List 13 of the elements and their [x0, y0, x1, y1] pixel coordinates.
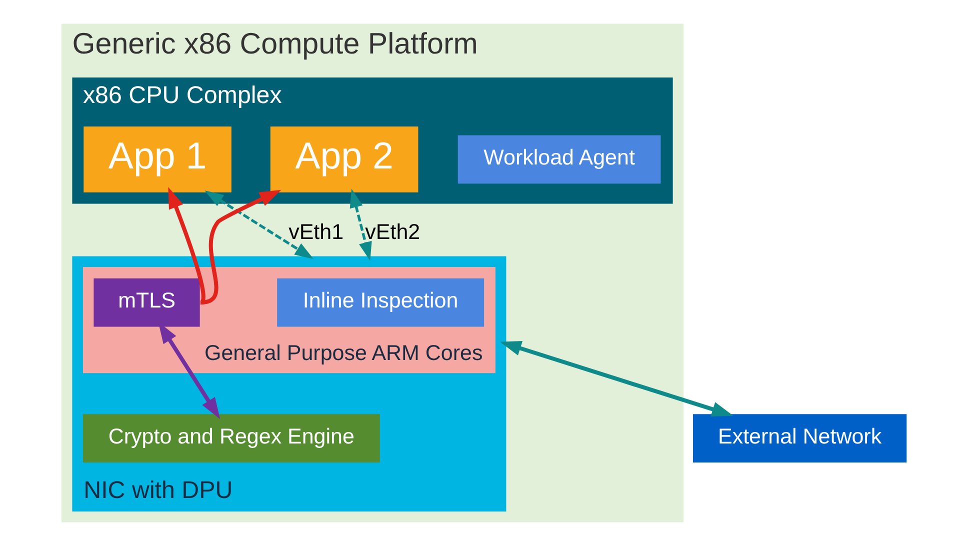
edge-label: vEth1	[288, 220, 344, 244]
node-box: mTLS	[93, 278, 200, 327]
node-box: Inline Inspection	[276, 278, 484, 327]
node-box: Crypto and Regex Engine	[82, 414, 380, 462]
arrow	[499, 341, 733, 417]
arrow	[349, 188, 372, 261]
edge-label: vEth2	[364, 220, 420, 244]
arrow	[200, 190, 281, 305]
node-box: App 2	[270, 126, 418, 192]
node-box: External Network	[692, 414, 906, 462]
node-box: Workload Agent	[457, 135, 660, 184]
arrow	[204, 190, 314, 260]
node-box: App 1	[83, 126, 231, 192]
